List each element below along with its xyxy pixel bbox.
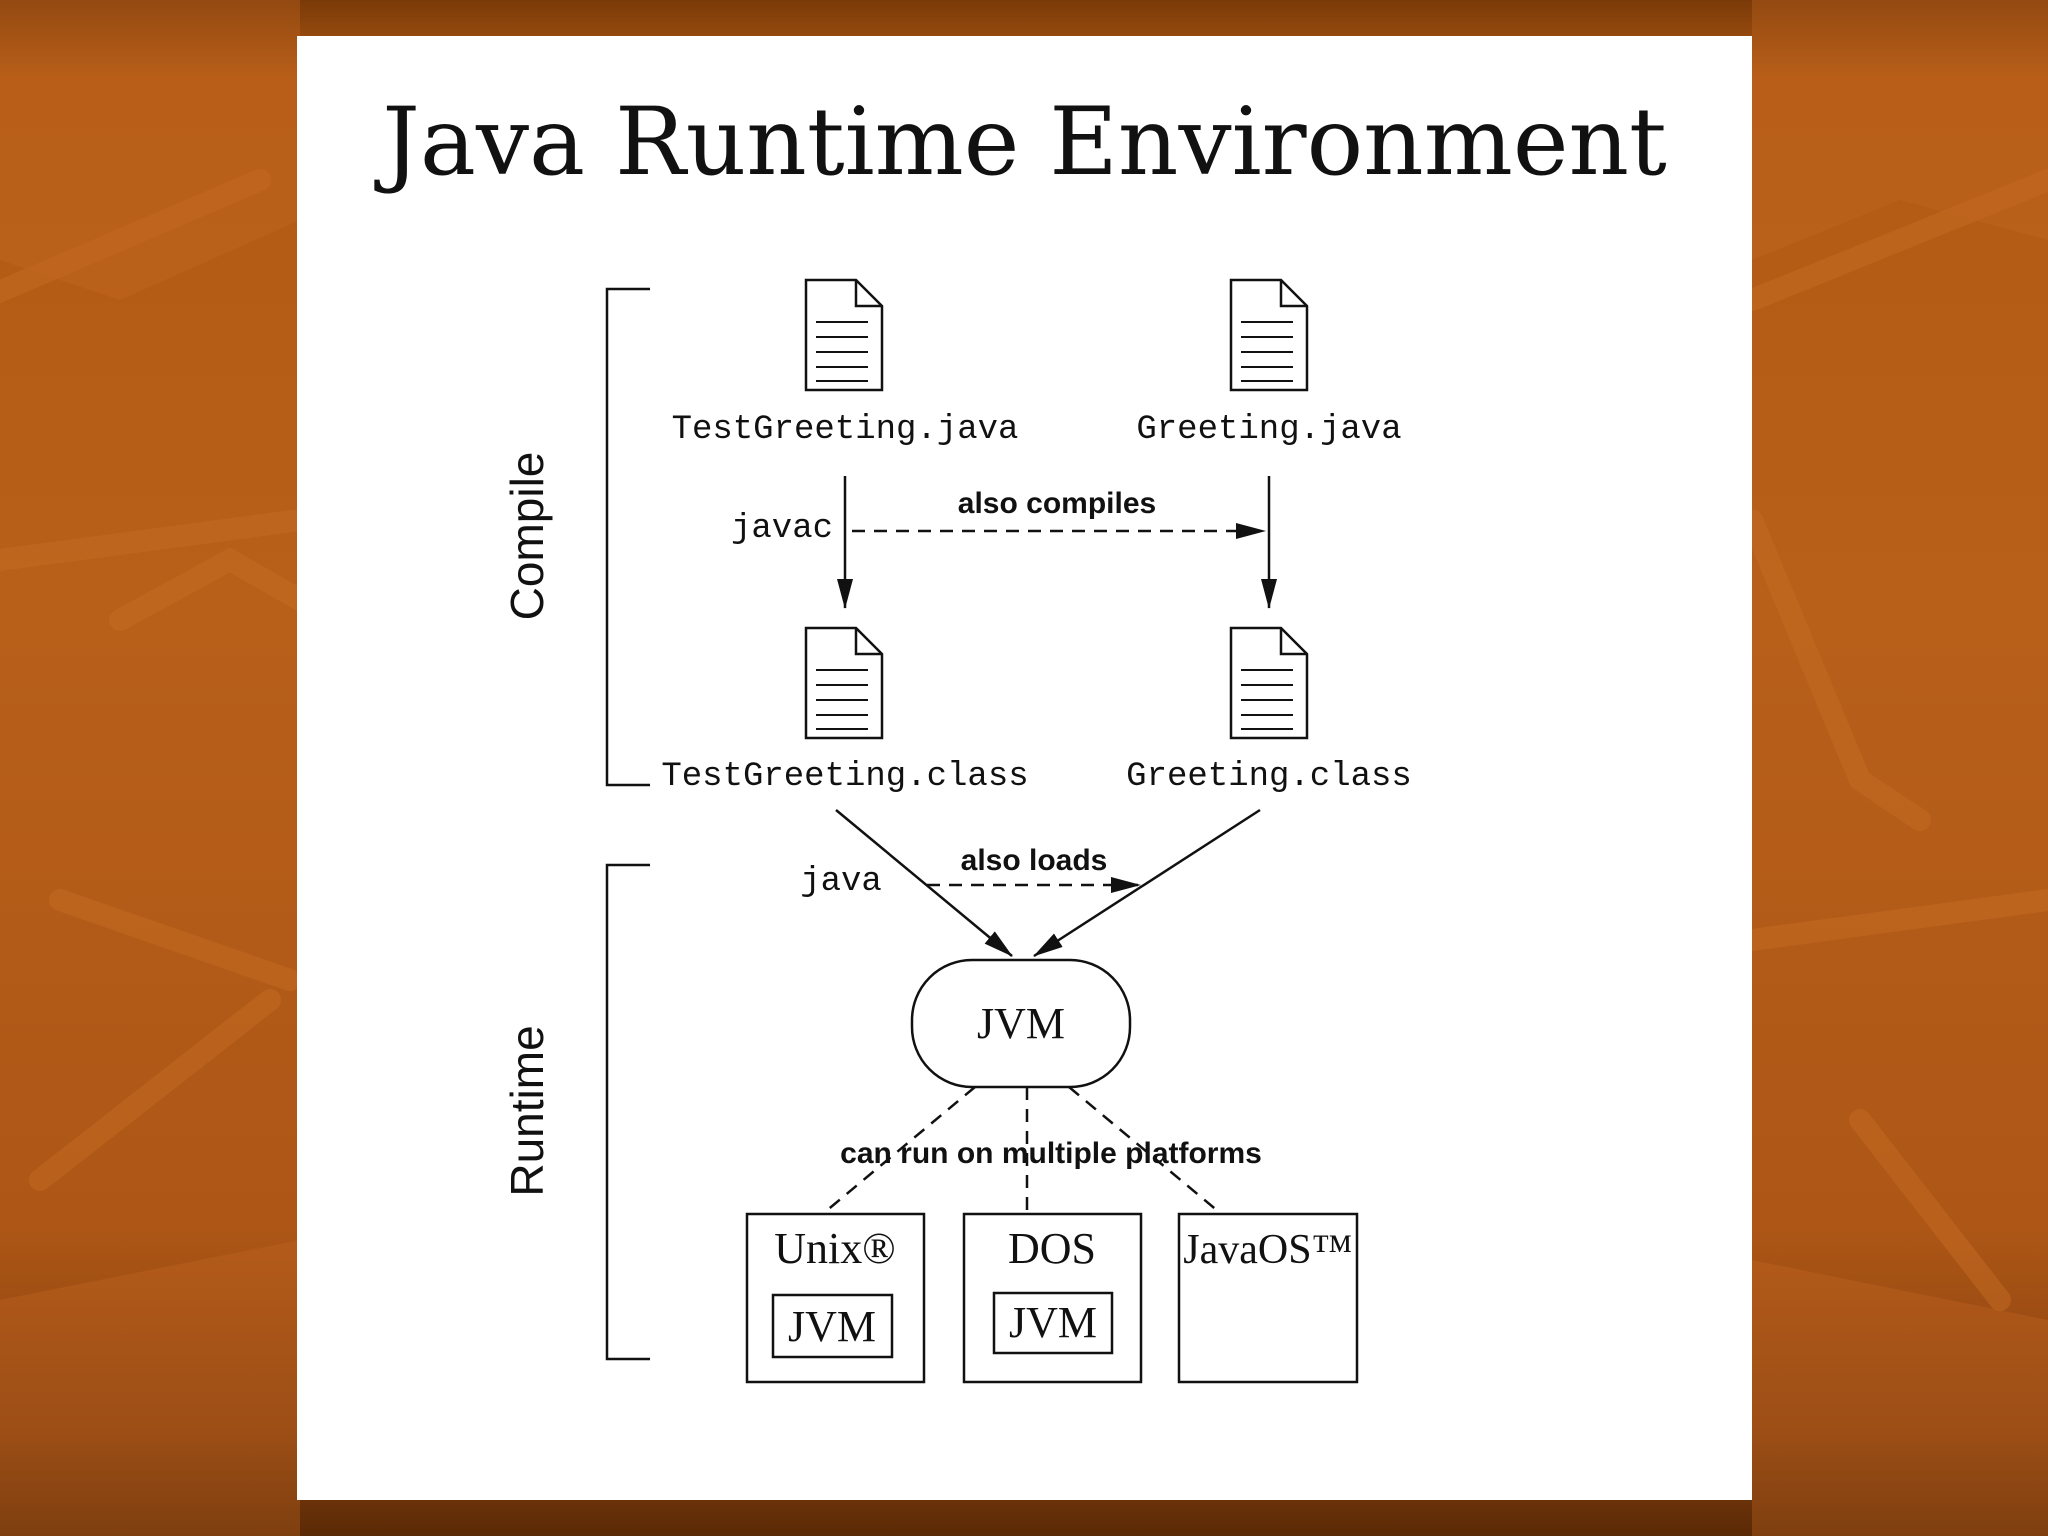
slide-panel: Java Runtime Environment Compile Runti (297, 36, 1752, 1500)
also-compiles-label: also compiles (958, 487, 1156, 520)
platform-javaos-label: JavaOS™ (1183, 1227, 1352, 1273)
javac-label: javac (731, 510, 833, 548)
platform-dos-jvm: JVM (1009, 1298, 1097, 1347)
platform-box-javaos (1177, 1212, 1359, 1384)
jvm-label: JVM (977, 999, 1065, 1048)
class-file-left: TestGreeting.class (661, 758, 1028, 796)
platform-unix-jvm-box (771, 1293, 894, 1359)
platform-link-javaos (1068, 1086, 1220, 1213)
platform-dos-jvm-box (992, 1291, 1114, 1355)
platforms-caption: can run on multiple platforms (840, 1137, 1262, 1170)
compile-bracket (605, 287, 650, 787)
document-icon (804, 626, 884, 740)
source-file-left: TestGreeting.java (672, 411, 1019, 449)
also-loads-label: also loads (961, 844, 1108, 877)
platform-unix-label: Unix® (774, 1224, 895, 1273)
jre-diagram: Compile Runtime TestGreeting.java Greeti… (501, 278, 1412, 1384)
document-icon (1229, 278, 1309, 392)
platform-link-unix (824, 1086, 976, 1213)
java-label: java (800, 863, 882, 901)
platform-unix-jvm: JVM (788, 1302, 876, 1351)
source-file-right: Greeting.java (1136, 411, 1401, 449)
load-arrow-left (835, 809, 1013, 957)
document-icon (804, 278, 884, 392)
compile-label: Compile (501, 452, 553, 621)
jvm-node (910, 958, 1132, 1089)
document-icon (1229, 626, 1309, 740)
load-arrow-right (1033, 808, 1261, 958)
platform-dos-label: DOS (1008, 1224, 1096, 1273)
runtime-bracket (605, 863, 650, 1361)
class-file-right: Greeting.class (1126, 758, 1412, 796)
slide-title: Java Runtime Environment (382, 88, 1667, 197)
runtime-label: Runtime (501, 1025, 553, 1196)
